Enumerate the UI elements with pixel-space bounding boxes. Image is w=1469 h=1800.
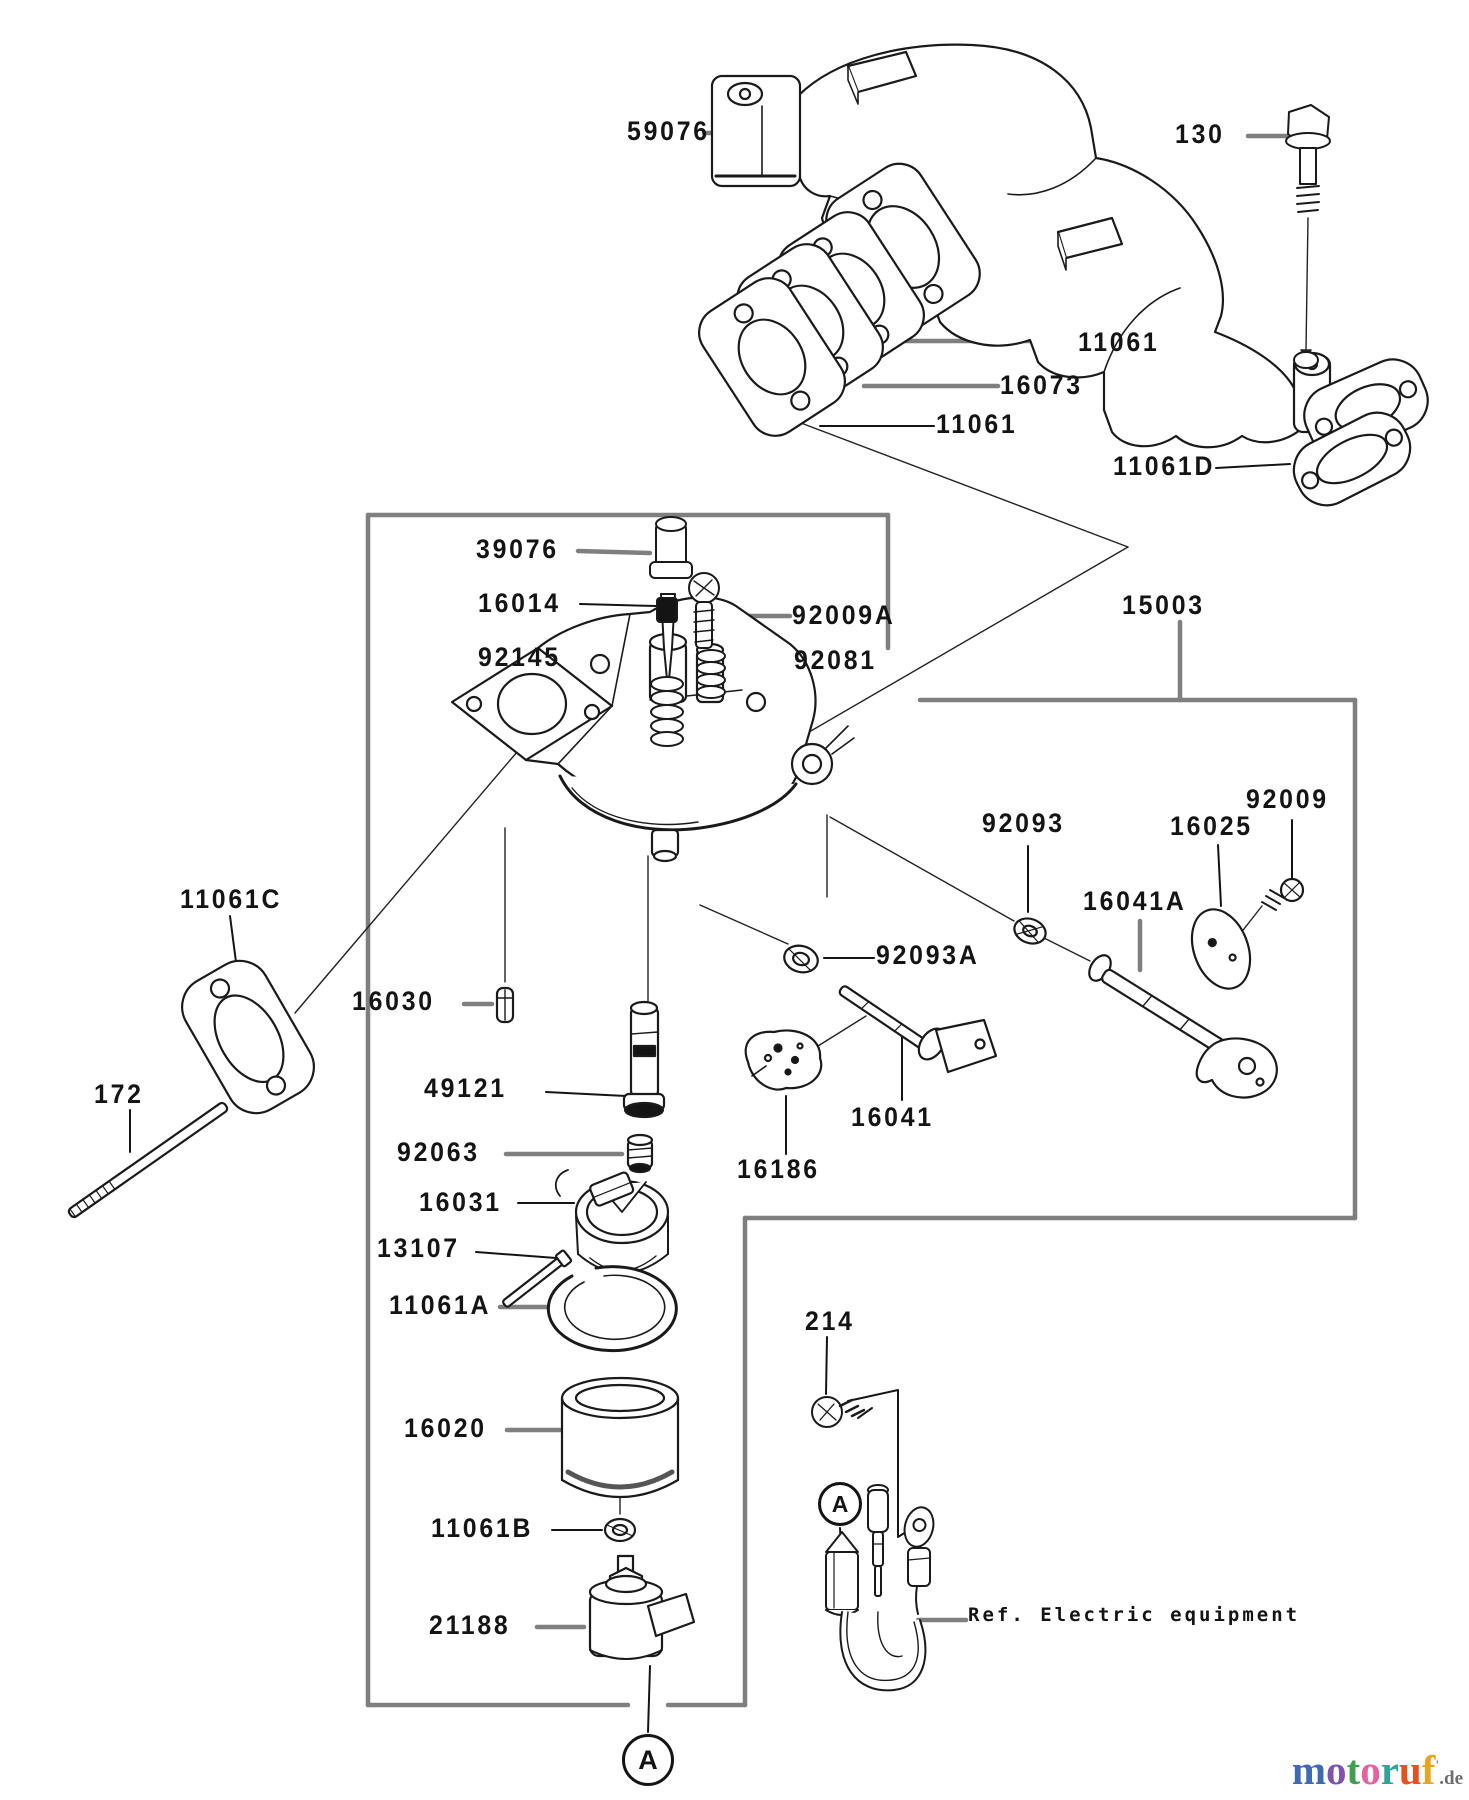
part-label-11061b: 11061B — [431, 1513, 534, 1543]
motoruf-logo-tick: ' — [1435, 1758, 1440, 1774]
part-label-92093: 92093 — [982, 808, 1065, 838]
ring-terminal — [903, 1506, 935, 1615]
part-label-16031: 16031 — [419, 1187, 502, 1217]
part-label-11061: 11061 — [1078, 327, 1160, 357]
part-label-49121: 49121 — [424, 1073, 507, 1103]
part-label-214: 214 — [805, 1306, 855, 1336]
part-label-16041a: 16041A — [1083, 886, 1187, 916]
part-92009-screw — [1261, 877, 1305, 911]
electric-equipment-drawing — [811, 1396, 935, 1692]
detail-marker-a-electric: A — [818, 1482, 862, 1526]
motoruf-logo-letters: motoruf — [1292, 1747, 1435, 1793]
part-label-92093a: 92093A — [876, 940, 980, 970]
part-label-15003: 15003 — [1122, 590, 1205, 620]
manifold-tab — [846, 50, 918, 94]
part-label-172: 172 — [94, 1079, 144, 1109]
manifold-tab — [1056, 216, 1124, 260]
part-16014-needle — [656, 593, 678, 701]
part-13107-pin — [502, 1249, 573, 1308]
part-11061b-grommet — [603, 1517, 637, 1543]
intake-manifold-drawing — [710, 43, 1429, 458]
part-59076-elbow — [710, 74, 802, 188]
motoruf-letter: f — [1421, 1747, 1436, 1793]
detail-frames — [365, 512, 1358, 1708]
part-label-16073: 16073 — [1000, 370, 1083, 400]
left-parts — [67, 959, 515, 1219]
part-label-92063: 92063 — [397, 1137, 480, 1167]
part-label-16186: 16186 — [737, 1154, 820, 1184]
part-label-39076: 39076 — [476, 534, 559, 564]
part-label-92145: 92145 — [478, 642, 561, 672]
float-bowl-parts — [502, 1000, 696, 1660]
part-label-16025: 16025 — [1170, 811, 1253, 841]
part-16025-choke-valve — [1190, 908, 1252, 990]
part-92093a-seal — [783, 944, 819, 974]
motoruf-letter: r — [1380, 1747, 1399, 1793]
part-92063-jet — [626, 1133, 654, 1174]
part-21188-solenoid — [588, 1554, 696, 1660]
motoruf-letter: u — [1398, 1747, 1422, 1793]
detail-marker-letter: A — [831, 1490, 849, 1517]
part-label-11061c: 11061C — [180, 884, 283, 914]
part-label-92009: 92009 — [1246, 784, 1329, 814]
detail-marker-a: A — [622, 1734, 674, 1786]
part-11061-gasket — [698, 277, 846, 437]
motoruf-logo-tld: .de — [1439, 1768, 1463, 1789]
part-39076-holder — [649, 516, 693, 579]
gasket-stack — [698, 211, 1412, 507]
part-label-13107: 13107 — [377, 1233, 460, 1263]
part-11061d-gasket — [1292, 411, 1412, 507]
part-label-16041: 16041 — [851, 1102, 934, 1132]
part-49121-jet — [622, 1000, 666, 1119]
part-172-stud — [67, 1101, 229, 1219]
part-label-16020: 16020 — [404, 1413, 487, 1443]
part-16020-bowl — [560, 1376, 680, 1499]
motoruf-letter: t — [1346, 1747, 1361, 1793]
part-11061a-gasket — [546, 1265, 678, 1353]
part-16186-throttle-valve — [744, 1029, 823, 1091]
part-11061c-gasket — [181, 959, 315, 1115]
part-label-11061: 11061 — [936, 409, 1018, 439]
part-214-screw — [811, 1396, 873, 1428]
carb-top-parts — [649, 516, 726, 747]
part-label-11061d: 11061D — [1113, 451, 1216, 481]
motoruf-letter: o — [1326, 1747, 1347, 1793]
motoruf-logo[interactable]: motoruf'.de — [1292, 1750, 1463, 1791]
part-92009a-screw — [688, 572, 720, 649]
part-label-92009a: 92009A — [792, 600, 896, 630]
part-130-bolt — [1285, 104, 1331, 369]
wire — [877, 1611, 903, 1658]
part-92093-seal — [1013, 917, 1047, 945]
part-label-59076: 59076 — [627, 116, 710, 146]
part-16041-throttle-shaft — [838, 985, 998, 1074]
part-16031-float — [554, 1169, 670, 1274]
part-label-130: 130 — [1175, 119, 1225, 149]
ref-electric-note: Ref. Electric equipment — [968, 1604, 1301, 1626]
part-label-21188: 21188 — [429, 1610, 511, 1640]
part-92145-spring — [650, 676, 684, 747]
part-label-16014: 16014 — [478, 588, 561, 618]
condenser — [825, 1531, 859, 1616]
bullet-connector — [867, 1484, 889, 1597]
part-label-11061a: 11061A — [389, 1290, 492, 1320]
part-label-92081: 92081 — [794, 645, 877, 675]
detail-marker-letter: A — [638, 1744, 658, 1775]
part-92081-spring — [696, 649, 726, 699]
part-16041a-choke-shaft — [1088, 954, 1278, 1099]
motoruf-letter: o — [1360, 1747, 1381, 1793]
motoruf-letter: m — [1291, 1747, 1327, 1793]
part-16030-valve — [495, 986, 515, 1024]
shaft-parts — [744, 877, 1305, 1099]
part-label-16030: 16030 — [352, 986, 435, 1016]
